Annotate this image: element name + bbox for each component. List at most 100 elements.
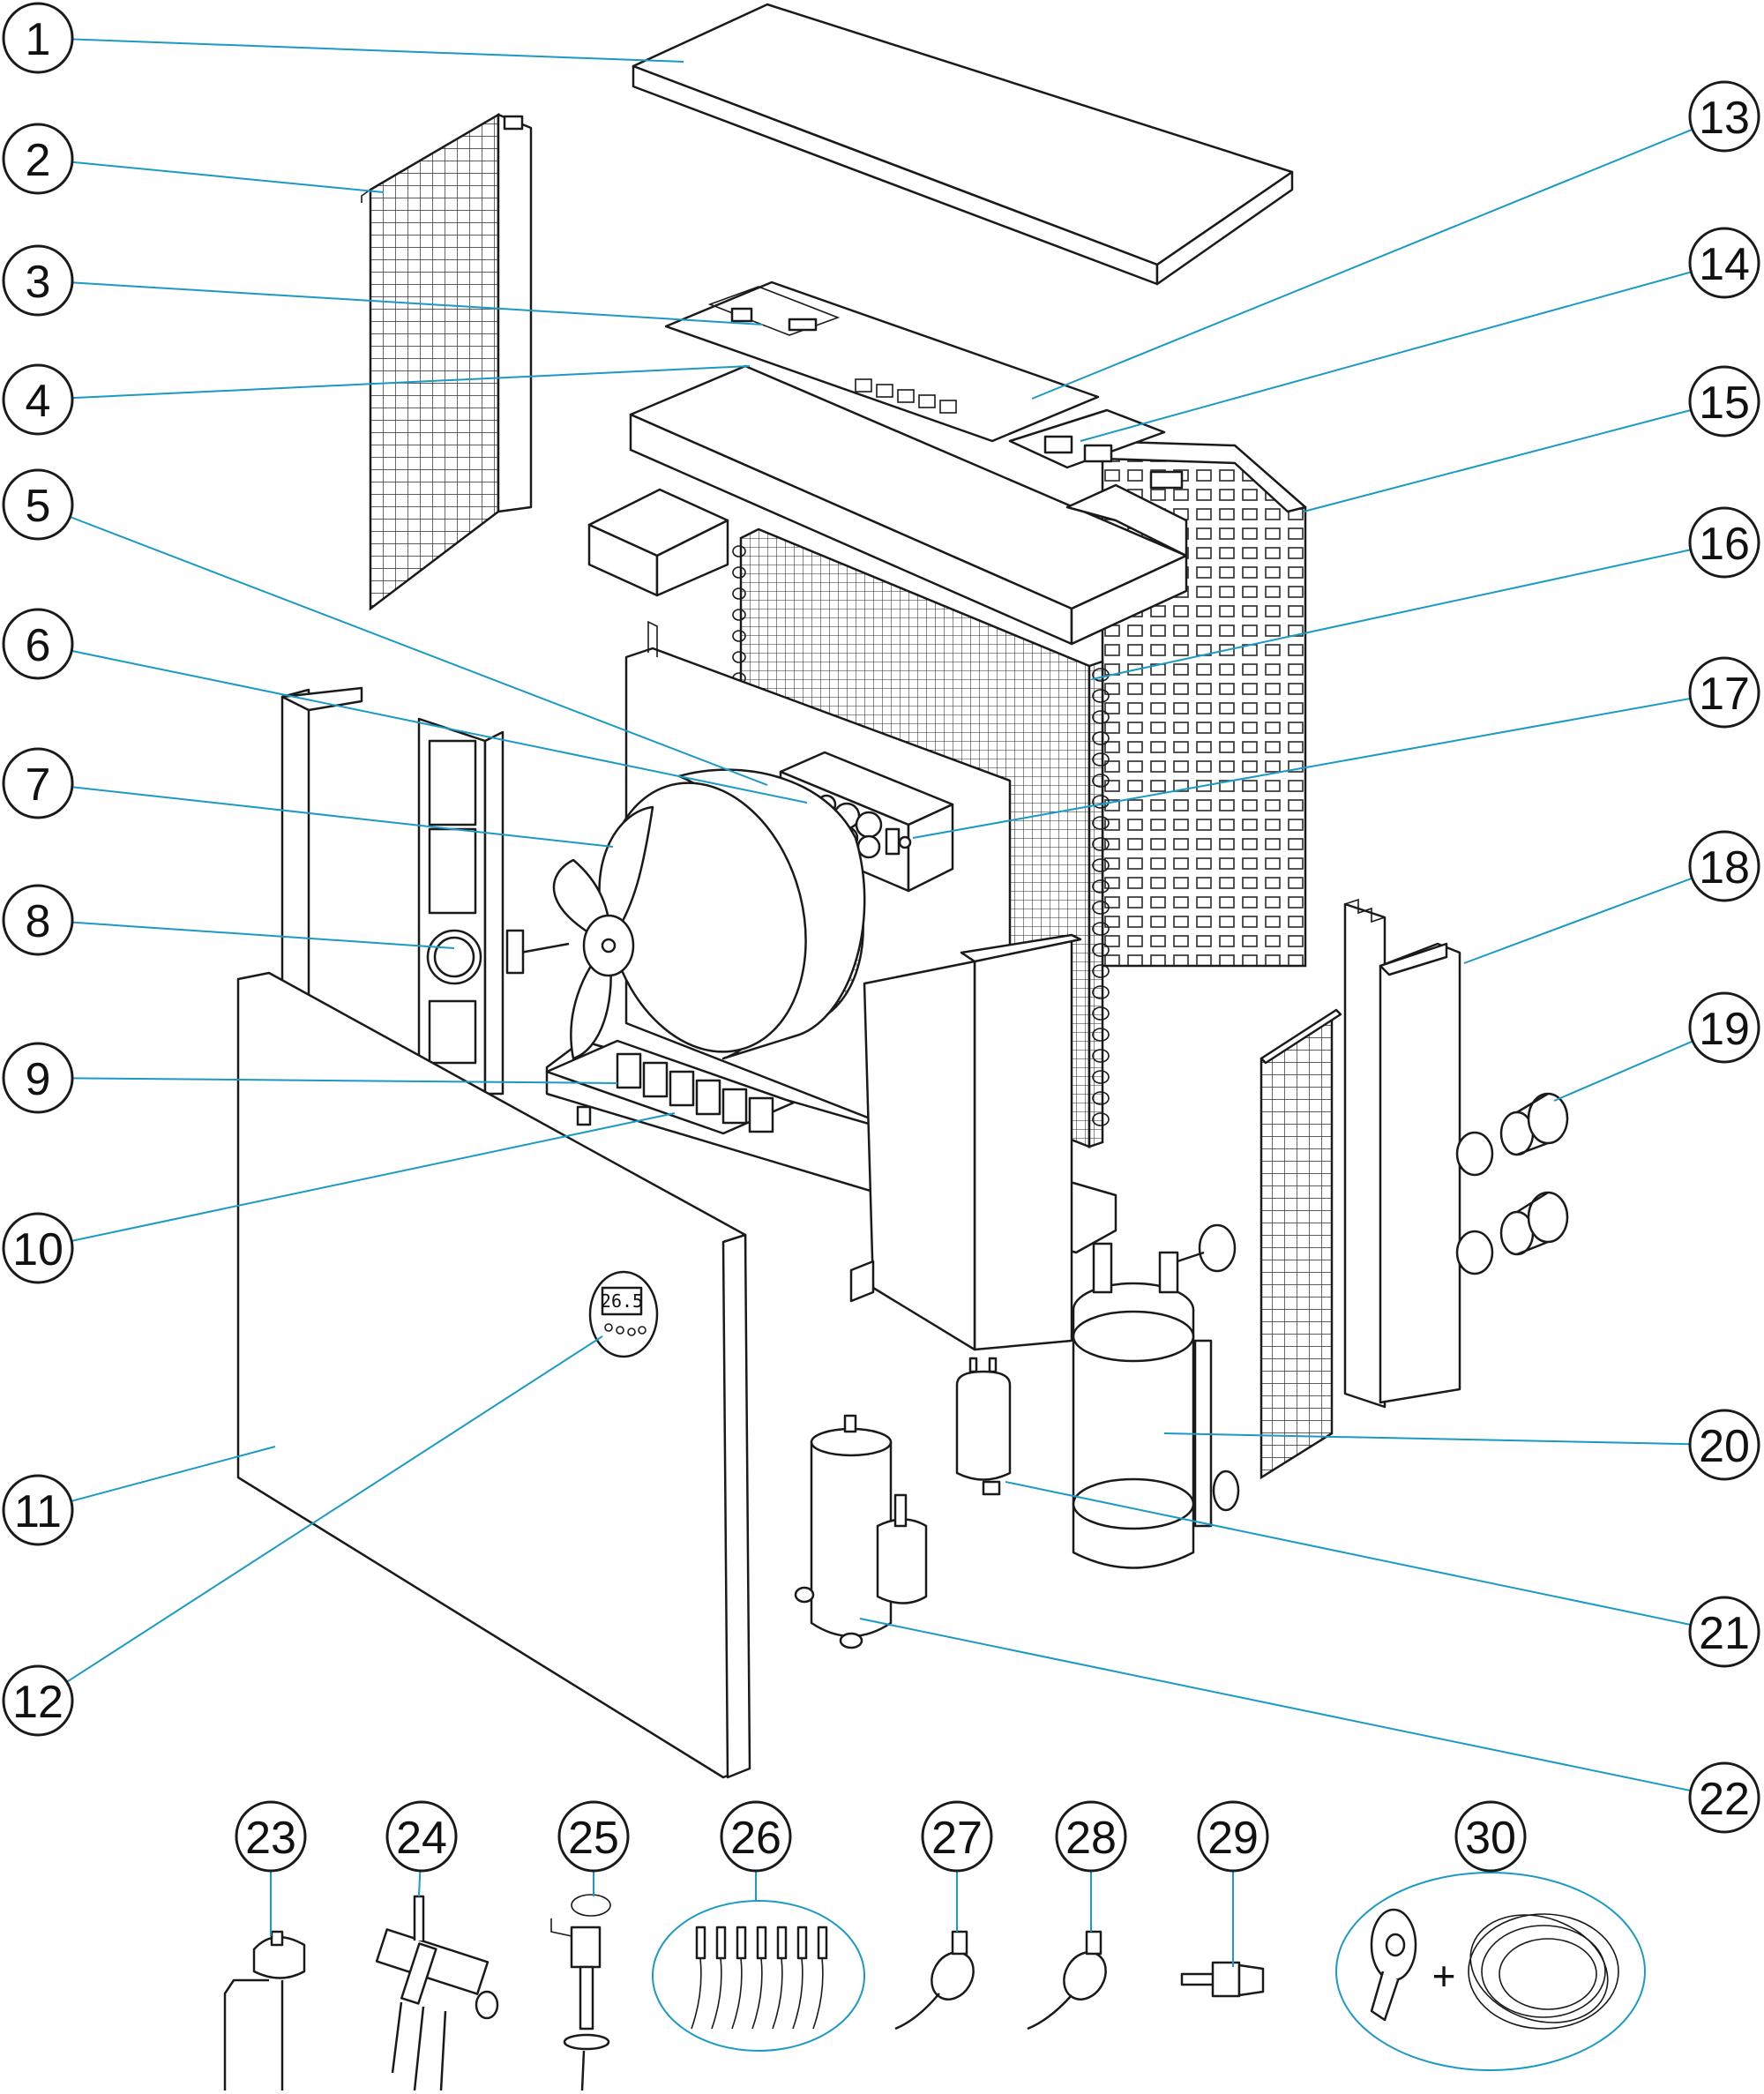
leader-line-9	[71, 1077, 618, 1084]
callout-number: 21	[1699, 1608, 1750, 1659]
callout-circle	[1688, 1761, 1760, 1834]
callout-circle	[1688, 830, 1760, 902]
leader-line-22	[859, 1618, 1692, 1792]
pressure-switch-high	[894, 1930, 975, 2030]
callout-number: 25	[568, 1813, 619, 1864]
callout-number: 30	[1465, 1813, 1516, 1864]
heat-exchanger	[1072, 1223, 1240, 1569]
callout-12: 12	[2, 1664, 74, 1737]
callout-circle	[2, 747, 74, 819]
callout-number: 10	[12, 1224, 64, 1275]
callout-17: 17	[1688, 656, 1760, 729]
callout-number: 1	[26, 14, 51, 65]
leader-line-20	[1163, 1432, 1691, 1446]
callout-27: 27	[921, 1800, 993, 1873]
callout-10: 10	[2, 1212, 74, 1284]
compressor	[794, 1414, 928, 1649]
callout-circle	[1688, 227, 1760, 299]
callout-number: 4	[26, 376, 51, 427]
right-side-grille	[1259, 1008, 1342, 1480]
insulation-block	[587, 488, 729, 597]
callout-circle	[1688, 365, 1760, 437]
flow-switch	[550, 1894, 611, 2091]
callout-circle	[2, 363, 74, 436]
leader-line-14	[1080, 271, 1692, 442]
leader-line-6	[71, 649, 808, 804]
leader-line-24	[418, 1870, 422, 1897]
callout-circle	[2, 468, 74, 541]
callout-18: 18	[1688, 830, 1760, 902]
callout-circle	[2, 244, 74, 317]
callout-23: 23	[235, 1800, 307, 1873]
four-way-valve	[375, 1895, 499, 2091]
callout-circle	[1688, 656, 1760, 729]
callout-circle	[385, 1800, 458, 1873]
callout-number: 3	[26, 257, 51, 308]
callout-circle	[720, 1800, 792, 1873]
callout-number: 12	[12, 1677, 64, 1728]
sensors-oval	[652, 1900, 865, 2052]
callout-number: 2	[26, 135, 51, 186]
callout-11: 11	[2, 1474, 74, 1546]
callout-circle	[1454, 1800, 1527, 1873]
callout-circle	[2, 1042, 74, 1114]
callout-7: 7	[2, 747, 74, 819]
callout-1: 1	[2, 2, 74, 74]
water-unions	[1499, 1092, 1569, 1256]
callout-number: 22	[1699, 1774, 1750, 1825]
callout-8: 8	[2, 884, 74, 956]
leader-lines	[66, 38, 1693, 1967]
callout-number: 11	[14, 1486, 62, 1537]
callout-24: 24	[385, 1800, 458, 1873]
callout-number: 18	[1699, 842, 1750, 894]
callout-3: 3	[2, 244, 74, 317]
callout-4: 4	[2, 363, 74, 436]
callout-number: 9	[26, 1054, 51, 1105]
callout-circle	[1688, 506, 1760, 579]
callout-circle	[1688, 80, 1760, 153]
callout-2: 2	[2, 123, 74, 195]
callout-number: 28	[1065, 1813, 1117, 1864]
drain-nipple	[1180, 1961, 1265, 1998]
callout-28: 28	[1055, 1800, 1127, 1873]
front-panel	[236, 971, 751, 1779]
callout-number: 29	[1207, 1813, 1259, 1864]
leader-line-5	[70, 516, 768, 786]
pressure-switch-low	[1027, 1930, 1107, 2030]
callout-number: 27	[931, 1813, 983, 1864]
callout-circle	[2, 123, 74, 195]
callout-circle	[2, 2, 74, 74]
callout-circle	[1688, 1596, 1760, 1668]
controller-display: 26.5	[588, 1270, 659, 1358]
top-cover	[632, 3, 1294, 286]
callout-circle	[2, 608, 74, 680]
leader-line-12	[66, 1335, 603, 1683]
drain-kit: +	[1335, 1872, 1646, 2071]
callout-21: 21	[1688, 1596, 1760, 1668]
callout-number: 6	[26, 620, 51, 671]
callout-circle	[2, 1474, 74, 1546]
fan-assembly	[505, 768, 866, 1060]
right-side-frame	[1343, 898, 1494, 1409]
callout-number: 19	[1699, 1004, 1750, 1055]
leader-line-4	[71, 365, 751, 400]
callout-number: 15	[1699, 378, 1750, 429]
callout-25: 25	[557, 1800, 630, 1873]
leader-line-18	[1463, 877, 1693, 964]
leader-line-11	[71, 1446, 276, 1502]
terminal-block	[545, 1039, 796, 1135]
callout-9: 9	[2, 1042, 74, 1114]
callout-number: 23	[245, 1813, 296, 1864]
leader-line-17	[912, 697, 1691, 839]
display-reading: 26.5	[601, 1290, 643, 1312]
leader-line-19	[1553, 1040, 1693, 1102]
callout-circle	[1688, 991, 1760, 1064]
callout-circle	[2, 1212, 74, 1284]
callout-circle	[2, 1664, 74, 1737]
leader-line-1	[71, 38, 684, 63]
callout-number: 16	[1699, 519, 1750, 570]
leader-line-7	[71, 786, 614, 848]
callout-number: 5	[26, 481, 51, 532]
callout-29: 29	[1197, 1800, 1269, 1873]
